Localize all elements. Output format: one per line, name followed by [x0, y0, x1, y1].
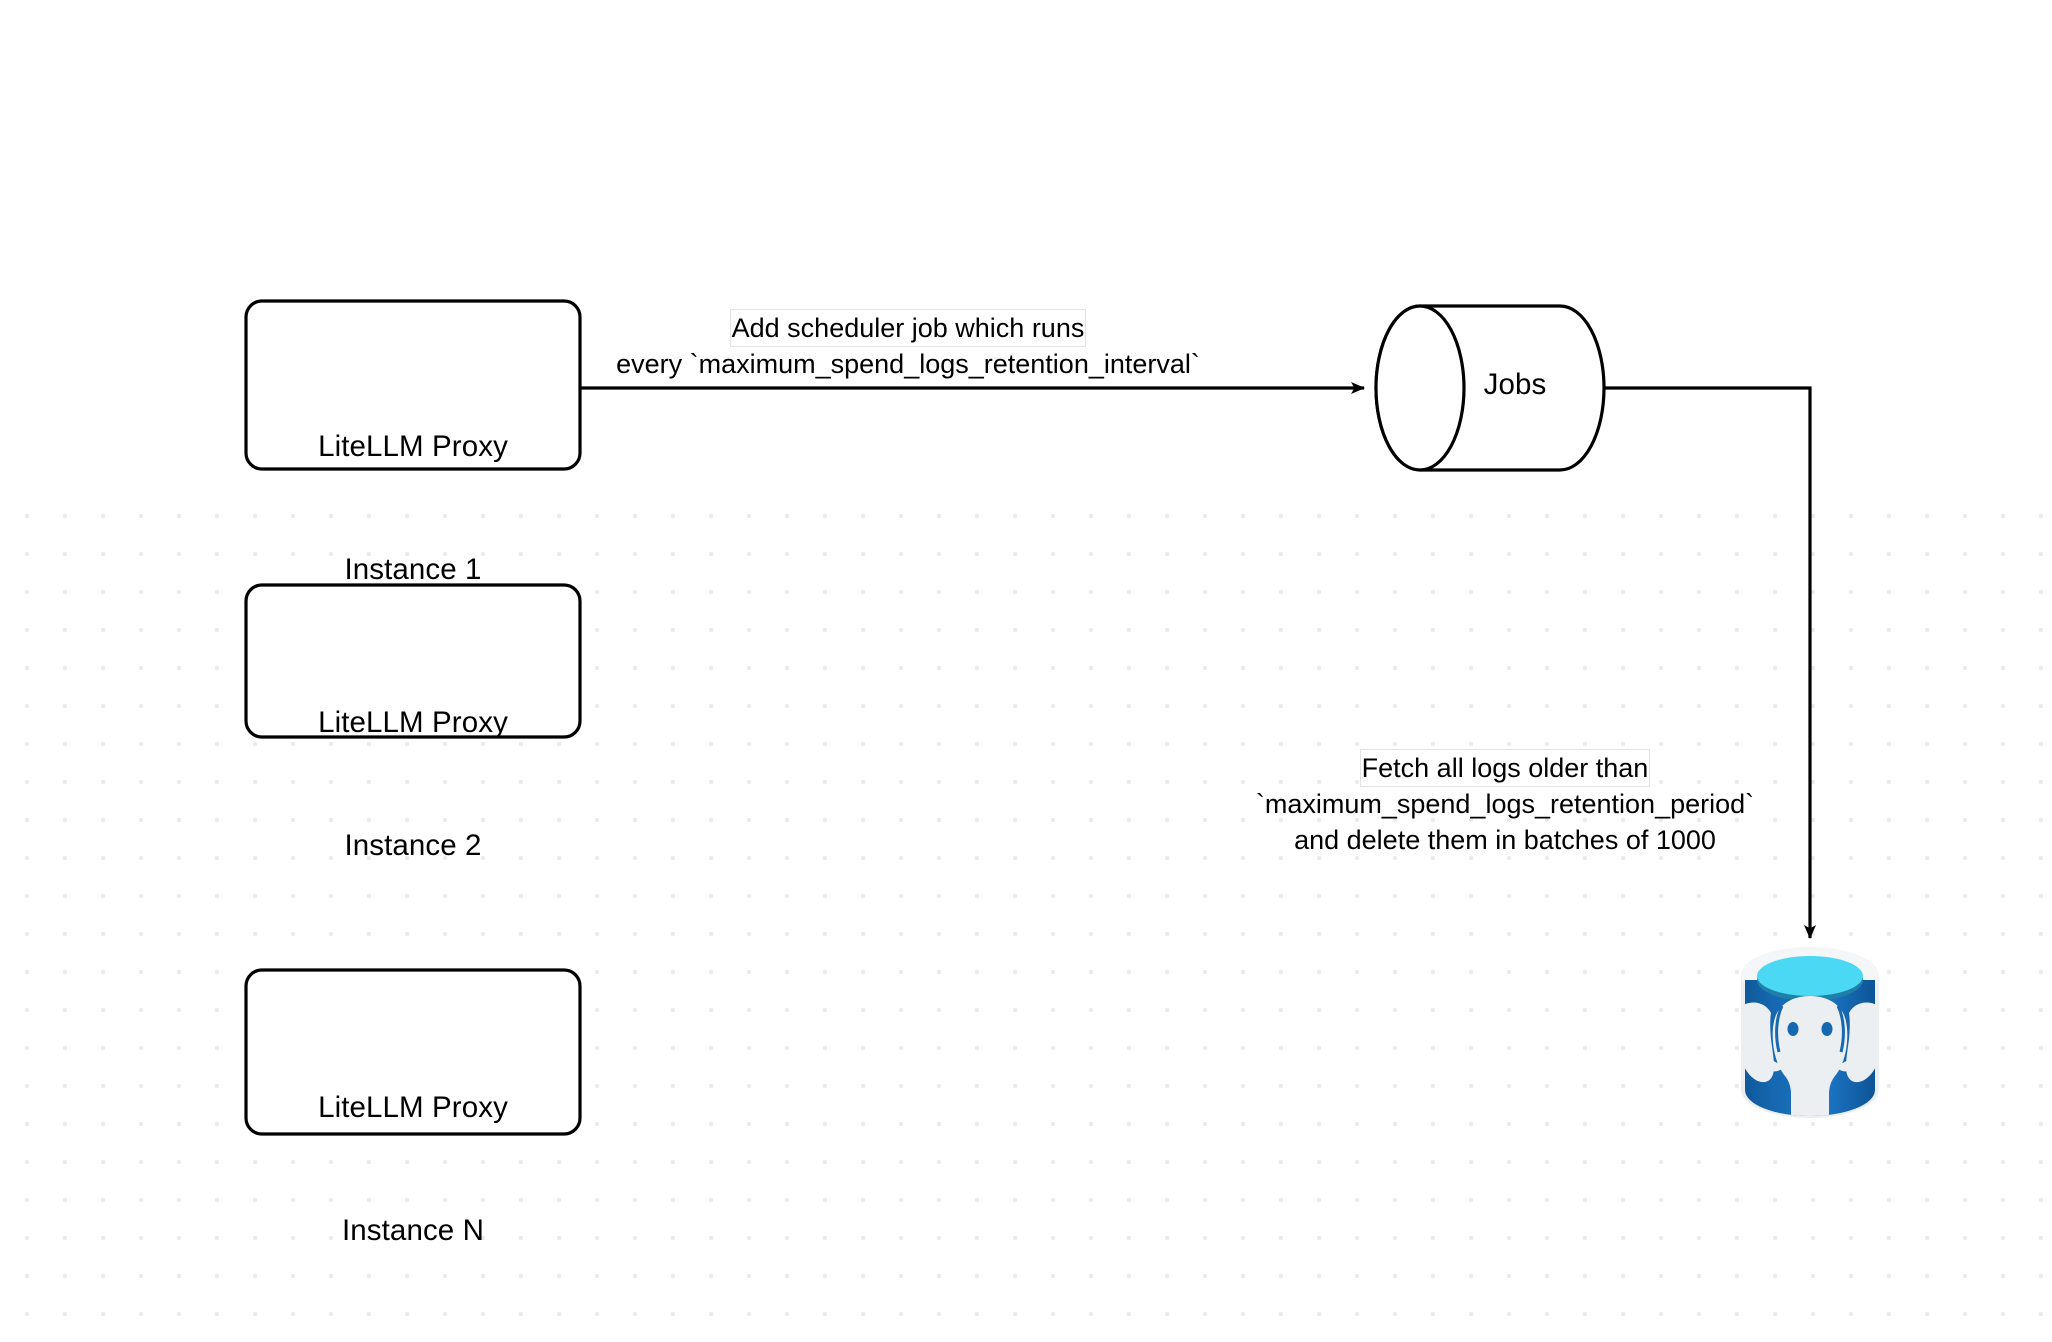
elephant-contours [1775, 1005, 1845, 1053]
jobs-cylinder[interactable] [1374, 304, 1606, 472]
proxy-instance-n-box[interactable] [244, 968, 582, 1136]
edge-jobs-to-database-arrow[interactable] [1604, 386, 1816, 939]
proxy-instance-2-box[interactable] [244, 583, 582, 739]
postgresql-database-icon[interactable] [1733, 947, 1887, 1126]
proxy-instance-1-box[interactable] [244, 299, 582, 471]
elephant-eyes [1787, 1022, 1833, 1036]
